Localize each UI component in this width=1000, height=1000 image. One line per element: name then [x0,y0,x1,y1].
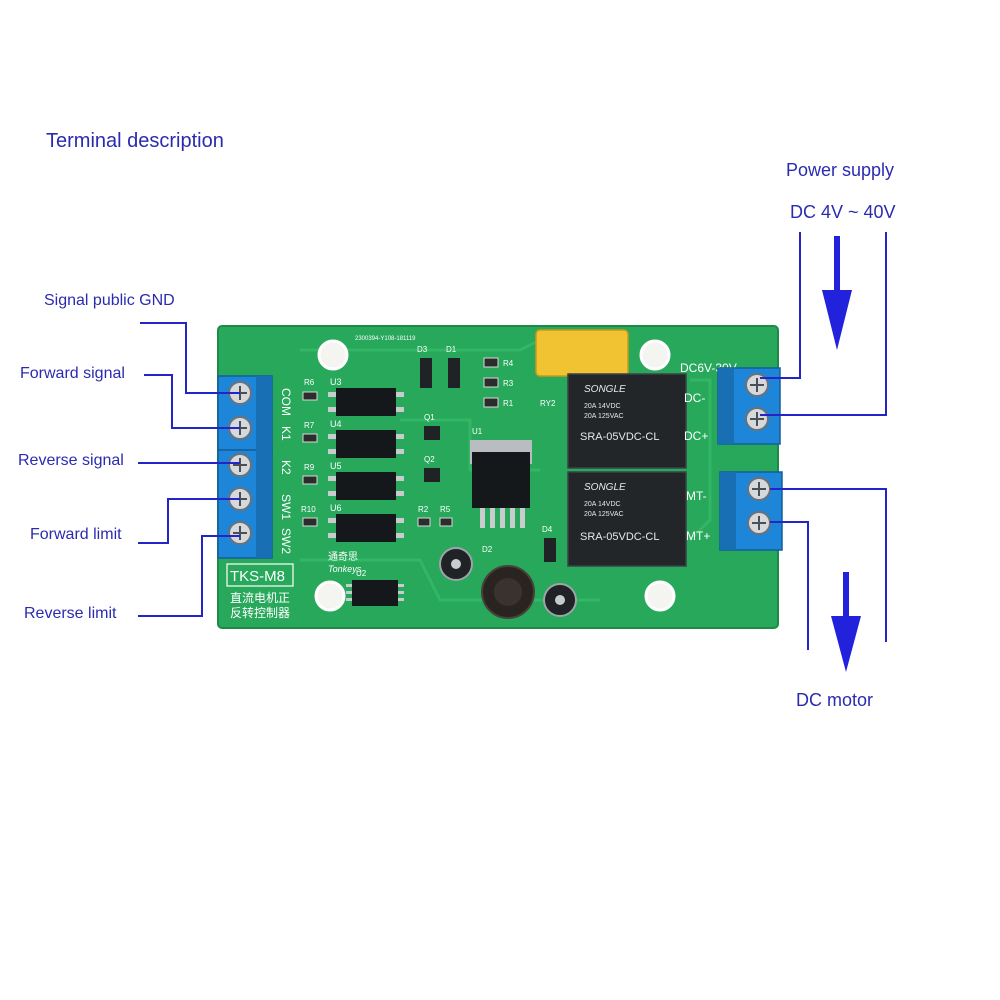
label-dc-motor: DC motor [796,690,874,710]
ref-u4: U4 [330,419,342,429]
board-brand-cn: 通奇思 [328,550,358,563]
label-forward-limit: Forward limit [30,526,122,543]
board-serial: 2300394-Y108-181119 [355,336,416,342]
ref-u2: U2 [356,569,367,578]
ref-d4: D4 [542,525,553,534]
leader-power-dc-plus [760,232,887,416]
ref-r1: R1 [503,399,514,408]
ref-ry2: RY2 [540,399,556,408]
board-cn-line1: 直流电机正 [230,591,290,605]
right-leader-lines [760,232,887,650]
ref-r6: R6 [304,378,315,387]
ref-r2: R2 [418,505,429,514]
diode-d3 [420,358,432,388]
board-cn-line2: 反转控制器 [230,605,290,620]
pin-label-mt-plus: MT+ [686,529,710,543]
label-power-supply: Power supply [786,160,895,180]
pin-label-mt-minus: MT- [686,489,707,503]
mounting-hole [314,580,346,612]
pin-label-k2: K2 [279,460,293,475]
relay-bottom-rating2: 20A 125VAC [584,511,624,518]
relay-bottom-rating1: 20A 14VDC [584,501,621,508]
pin-label-k1: K1 [279,426,293,441]
ref-r4: R4 [503,359,514,368]
relay-top-model: SRA-05VDC-CL [580,431,659,443]
motor-terminal-block [719,471,783,551]
ref-u3: U3 [330,377,342,387]
ref-d2: D2 [482,545,493,554]
relay-bottom-model: SRA-05VDC-CL [580,531,659,543]
mounting-hole [644,580,676,612]
ref-u6: U6 [330,503,342,513]
ref-r5: R5 [440,505,451,514]
ref-r10: R10 [301,505,316,514]
ref-u5: U5 [330,461,342,471]
diode-d4 [544,538,556,562]
page-title: Terminal description [46,130,224,152]
mounting-hole [317,339,349,371]
ref-d3: D3 [417,345,428,354]
ic-u2 [352,580,398,606]
leader-gnd [140,322,240,394]
relay-top: SONGLE 20A 14VDC 20A 125VAC SRA-05VDC-CL [567,373,687,469]
ref-q2: Q2 [424,455,435,464]
transistor-q2 [424,468,440,482]
ref-r3: R3 [503,379,514,388]
ref-d1: D1 [446,345,457,354]
relay-top-rating2: 20A 125VAC [584,413,624,420]
diode-d1 [448,358,460,388]
leader-reverse-limit [138,535,240,617]
relay-top-rating1: 20A 14VDC [584,403,621,410]
leader-motor-mt-plus [770,521,809,650]
arrow-down-icon [822,236,852,350]
power-terminal-block [717,367,781,445]
ref-u1: U1 [472,427,483,436]
relay-bottom-brand: SONGLE [584,482,626,493]
label-forward-signal: Forward signal [20,365,125,382]
pin-label-sw2: SW2 [279,528,293,554]
film-capacitor [535,329,629,377]
label-reverse-limit: Reverse limit [24,605,117,622]
optocouplers [328,388,404,542]
relay-top-brand: SONGLE [584,384,626,395]
left-terminal-blocks [217,375,273,559]
regulator-u1 [470,440,532,528]
relay-bottom: SONGLE 20A 14VDC 20A 125VAC SRA-05VDC-CL [567,471,687,567]
ref-r9: R9 [304,463,315,472]
mounting-hole [639,339,671,371]
left-leader-lines [138,322,240,617]
label-signal-public-gnd: Signal public GND [44,292,175,309]
arrow-down-icon [831,572,861,672]
pin-label-dc-minus: DC- [684,391,705,405]
board-model: TKS-M8 [230,568,285,585]
leader-power-dc-minus [760,232,801,379]
board-brand: Tonkeys [328,564,362,574]
pin-label-dc-plus: DC+ [684,429,708,443]
leader-motor-mt-minus [770,488,887,642]
leader-forward-limit [138,498,240,544]
pin-label-sw1: SW1 [279,494,293,520]
ref-q1: Q1 [424,413,435,422]
leader-forward-signal [144,374,240,429]
label-voltage-range: DC 4V ~ 40V [790,202,896,222]
transistor-q1 [424,426,440,440]
label-reverse-signal: Reverse signal [18,452,124,469]
pin-label-com: COM [279,388,293,416]
ref-r7: R7 [304,421,315,430]
